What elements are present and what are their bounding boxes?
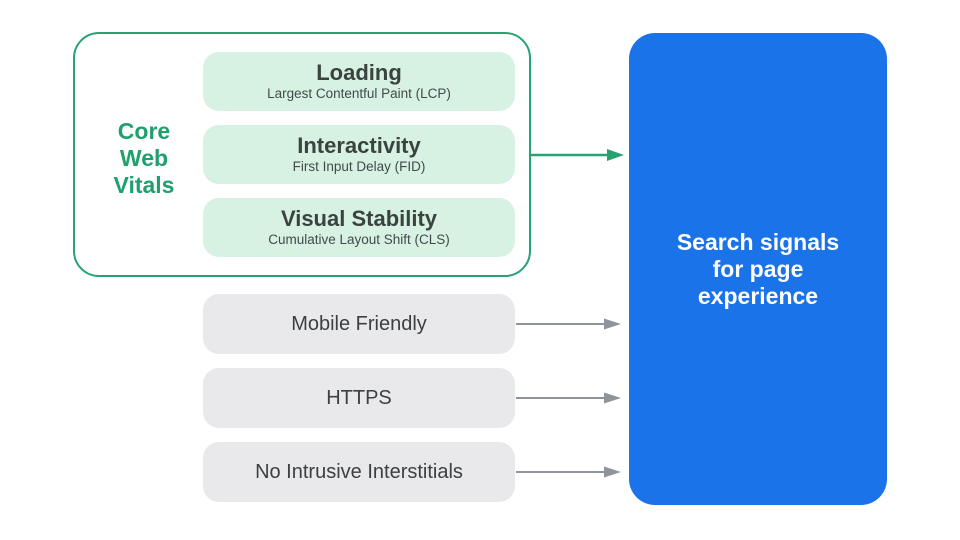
arrow-https-icon: [516, 392, 621, 404]
signal-box-mobile-friendly: Mobile Friendly: [203, 294, 515, 354]
vital-title-visual-stability: Visual Stability: [280, 206, 438, 231]
vital-box-visual-stability: Visual Stability Cumulative Layout Shift…: [203, 198, 515, 257]
vital-title-interactivity: Interactivity: [297, 133, 421, 158]
vital-title-loading: Loading: [316, 60, 402, 85]
signal-box-no-intrusive-interstitials: No Intrusive Interstitials: [203, 442, 515, 502]
core-web-vitals-label: Core Web Vitals: [113, 118, 175, 198]
signal-label-no-intrusive-interstitials: No Intrusive Interstitials: [255, 460, 463, 483]
signal-label-mobile-friendly: Mobile Friendly: [291, 312, 427, 335]
core-web-vitals-group: Core Web Vitals Loading Largest Contentf…: [73, 32, 531, 277]
vital-subtitle-cls: Cumulative Layout Shift (CLS): [268, 232, 450, 247]
search-signals-box: Search signals for page experience: [629, 33, 887, 505]
arrow-core-web-vitals-icon: [531, 149, 624, 161]
vital-subtitle-fid: First Input Delay (FID): [292, 159, 426, 174]
signal-box-https: HTTPS: [203, 368, 515, 428]
arrow-mobile-friendly-icon: [516, 318, 621, 330]
vital-box-interactivity: Interactivity First Input Delay (FID): [203, 125, 515, 184]
signal-label-https: HTTPS: [326, 386, 392, 409]
search-signals-label: Search signals for page experience: [676, 228, 840, 309]
arrow-no-intrusive-interstitials-icon: [516, 466, 621, 478]
vital-subtitle-lcp: Largest Contentful Paint (LCP): [267, 86, 451, 101]
vital-box-loading: Loading Largest Contentful Paint (LCP): [203, 52, 515, 111]
